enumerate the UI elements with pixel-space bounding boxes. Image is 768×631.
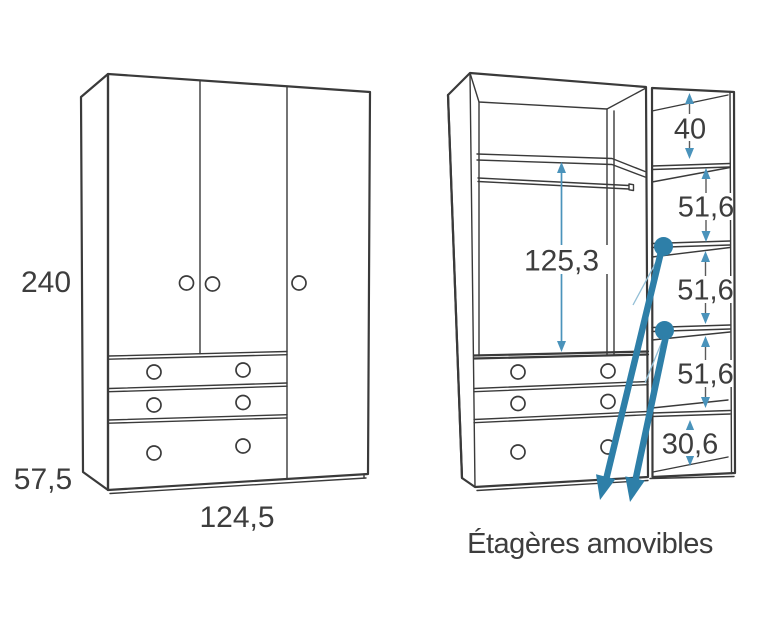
drawer-handle <box>146 445 162 461</box>
shelf-gap-label-3: 51,6 <box>677 275 733 307</box>
door-handle <box>178 275 195 291</box>
front-plinth-label: 57,5 <box>14 463 72 496</box>
drawer-handle <box>146 397 162 413</box>
callout-arrowhead <box>625 476 645 502</box>
drawer-handle <box>600 393 616 410</box>
shelf-column-outline <box>650 86 737 479</box>
front-width-label: 124,5 <box>199 501 274 534</box>
shelf <box>651 399 731 418</box>
shelf-gap-label-1: 40 <box>674 114 706 146</box>
hanging-height-label: 125,3 <box>524 245 599 278</box>
drawer-handle <box>235 394 251 411</box>
drawer-handle <box>510 444 526 460</box>
callout-arrow <box>601 251 665 485</box>
drawer-handle <box>235 438 251 454</box>
interior-view-dimensions: 125,3 40 51,6 51,6 51,6 30,6 <box>514 93 734 466</box>
drawer-handle <box>235 362 251 378</box>
shelf <box>651 162 731 183</box>
callout-arrowhead <box>596 474 616 500</box>
drawer-handle <box>510 395 526 412</box>
drawer-handle <box>146 364 162 380</box>
shelf-gap-label-2: 51,6 <box>678 192 734 224</box>
side-panel <box>79 72 110 492</box>
callout-arrow <box>630 335 670 488</box>
drawer-handle <box>510 364 526 380</box>
fixed-shelf <box>476 153 646 178</box>
shelf-gap-label-5: 30,6 <box>662 429 718 461</box>
front-view-drawing <box>79 72 372 495</box>
shelf-marker-dot <box>654 237 673 256</box>
front-face <box>106 72 372 492</box>
removable-shelves-label: Étagères amovibles <box>467 527 713 560</box>
shelf-marker-dot <box>655 321 674 340</box>
door-handle <box>291 275 307 291</box>
front-view-dimensions: 240 57,5 124,5 <box>14 266 275 534</box>
drawer-handle <box>600 363 616 379</box>
door-handle <box>204 276 221 292</box>
shelf-gap-label-4: 51,6 <box>677 359 733 391</box>
removable-shelves-callout: Étagères amovibles <box>467 237 713 560</box>
hanging-rod <box>477 177 635 192</box>
front-height-label: 240 <box>21 266 71 299</box>
